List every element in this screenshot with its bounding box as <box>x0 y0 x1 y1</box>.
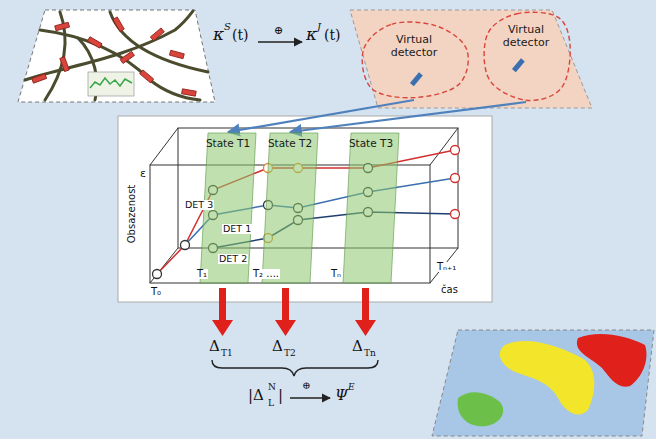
formula-symbol: Δ <box>352 339 363 354</box>
road-map <box>120 51 134 63</box>
result-map <box>577 334 647 387</box>
formula-symbol: Tn <box>364 349 376 358</box>
region-outline <box>362 22 468 98</box>
road-map <box>55 22 70 30</box>
road-map <box>182 89 197 96</box>
occupancy-chart <box>430 248 458 283</box>
occupancy-chart <box>150 128 178 165</box>
band-fill <box>262 133 318 283</box>
formula-symbol: (t) <box>232 28 249 42</box>
state-arrow <box>362 288 369 322</box>
axis-label: T₂ .... <box>252 269 280 279</box>
formula-symbol: T1 <box>221 349 233 358</box>
axis-label: DET 2 <box>218 254 248 264</box>
result-map <box>432 330 654 436</box>
virtual-map <box>512 58 525 72</box>
result-map <box>432 330 654 436</box>
axis-label: ε <box>139 168 147 179</box>
virtual-map <box>410 72 423 86</box>
band-shape <box>262 133 318 283</box>
road-map <box>25 11 208 100</box>
formula-symbol: | <box>278 388 283 403</box>
formula-symbol: S <box>224 22 231 32</box>
road-map <box>32 74 47 83</box>
band-fill <box>343 133 399 283</box>
formula-arrow <box>258 41 302 42</box>
road-map <box>60 57 69 72</box>
formula-symbol: J <box>317 22 321 32</box>
road-map <box>18 10 215 102</box>
formula-symbol: L <box>268 399 274 408</box>
band-shape <box>343 133 399 283</box>
road-map <box>150 28 164 41</box>
occupancy-chart <box>451 174 460 183</box>
formula-symbol: |Δ <box>248 388 264 403</box>
state-arrow <box>219 288 226 322</box>
state-label: State T1 <box>200 133 256 149</box>
state-arrow <box>355 320 376 336</box>
region-outline <box>484 12 570 100</box>
formula-symbol: Δ <box>209 339 220 354</box>
formula-symbol: κ <box>213 26 224 43</box>
road-map <box>169 50 184 58</box>
state-band: State T2 <box>262 133 318 283</box>
detector-label: Virtual detector <box>383 22 445 59</box>
formula-symbol: (t) <box>324 28 341 42</box>
state-label: State T2 <box>262 133 318 149</box>
formula-symbol: T2 <box>284 349 296 358</box>
road-map <box>113 17 124 32</box>
virtual-map <box>350 10 592 108</box>
axis-label: Tₙ <box>330 269 342 279</box>
result-map <box>500 341 595 414</box>
state-arrow <box>282 288 289 322</box>
brace <box>212 360 378 376</box>
axis-label: T₀ <box>150 287 162 297</box>
state-arrow <box>212 320 233 336</box>
occupancy-chart <box>153 270 162 279</box>
detector-link <box>290 102 526 132</box>
occupancy-chart <box>451 210 460 219</box>
state-band: State T3 <box>343 133 399 283</box>
axis-label: Obsazenost <box>127 184 137 245</box>
formula-symbol: Δ <box>272 339 283 354</box>
road-map <box>88 72 134 96</box>
road-map <box>140 70 154 83</box>
road-map <box>87 37 102 48</box>
axis-label: T₁ <box>196 269 208 279</box>
axis-label: DET 1 <box>222 224 252 234</box>
occupancy-chart <box>118 116 492 302</box>
occupancy-chart <box>150 248 178 283</box>
road-map <box>32 17 197 96</box>
axis-label: Tₙ₊₁ <box>436 262 457 272</box>
formula-symbol: κ <box>306 26 317 43</box>
road-map <box>25 11 193 80</box>
axis-label: čas <box>440 285 459 295</box>
virtual-detector-region: Virtual detector <box>480 12 572 102</box>
axis-label: DET 3 <box>184 200 214 210</box>
formula-symbol: Ψ <box>335 388 348 403</box>
formula-symbol: E <box>348 383 355 392</box>
state-label: State T3 <box>343 133 399 149</box>
result-map <box>458 392 504 426</box>
road-map <box>110 12 208 72</box>
occupancy-chart <box>150 128 458 283</box>
formula-symbol: ⊕ <box>302 381 310 391</box>
formula-symbol: ⊕ <box>274 25 283 36</box>
road-map <box>18 10 215 102</box>
occupancy-chart <box>181 241 190 250</box>
state-arrow <box>212 288 376 336</box>
formula-symbol: N <box>268 383 276 392</box>
detector-label: Virtual detector <box>495 12 557 49</box>
road-map <box>90 78 132 88</box>
formula-arrow <box>290 397 330 398</box>
virtual-detector-region: Virtual detector <box>358 22 470 100</box>
occupancy-chart <box>451 146 460 155</box>
occupancy-chart <box>118 116 492 302</box>
virtual-map <box>350 10 592 108</box>
state-arrow <box>275 320 296 336</box>
